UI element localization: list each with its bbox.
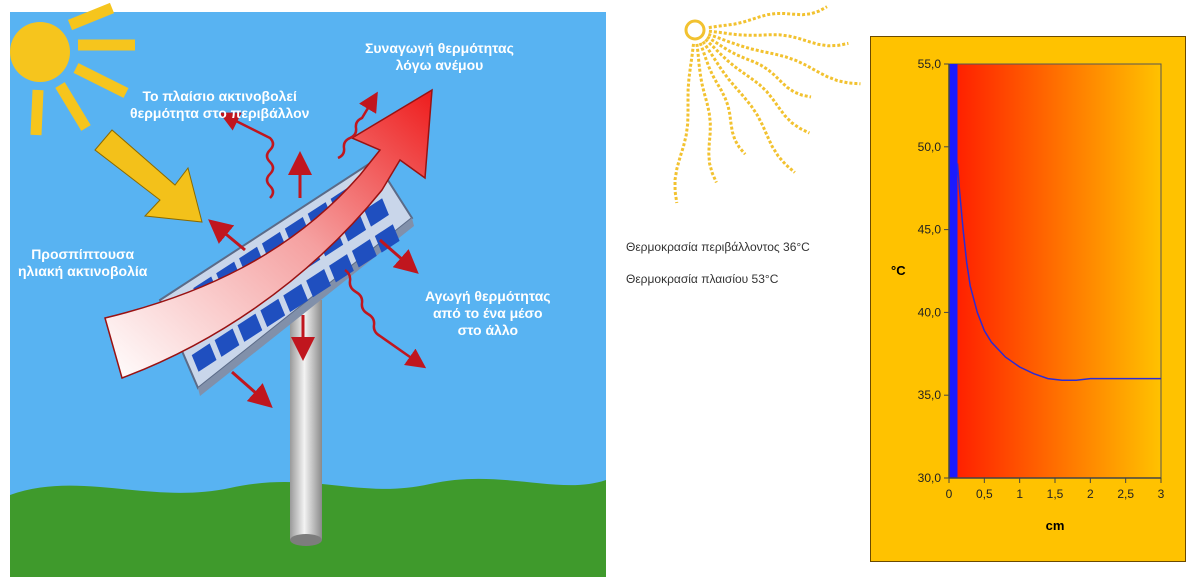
panel-cell: [306, 268, 331, 298]
ambient-temperature-note: Θερμοκρασία περιβάλλοντος 36°C: [626, 240, 810, 254]
sun-ray: [708, 29, 849, 48]
temperature-series-line: [956, 163, 1161, 382]
panel-cell: [214, 328, 240, 357]
sun-ray: [701, 40, 796, 174]
y-tick-label: 55,0: [918, 57, 942, 71]
panel-band: [949, 64, 958, 478]
convection-label: Συναγωγή θερμότητας λόγω ανέμου: [365, 40, 514, 73]
x-tick-label: 0: [946, 487, 953, 501]
y-tick-label: 40,0: [918, 305, 942, 319]
sun-ray: [707, 32, 861, 86]
sun-ray: [695, 43, 718, 184]
incident-radiation-arrow: [94, 129, 203, 223]
sun-icon: [10, 2, 135, 136]
y-tick-label: 45,0: [918, 223, 942, 237]
small-sun-icon: [673, 5, 861, 204]
panel-cell: [191, 343, 217, 372]
x-tick-label: 2: [1087, 487, 1094, 501]
x-tick-label: 1: [1016, 487, 1023, 501]
panel-cell: [374, 224, 400, 253]
sun-ray: [708, 5, 828, 30]
panel-cell: [364, 198, 389, 227]
sun-ray: [704, 38, 811, 135]
temperature-chart: 30,0 35,0 40,0 45,0 50,0 55,0 0 0,5 1 1,5 2 2,5 3 °C…: [870, 36, 1186, 562]
panel-cell: [237, 313, 263, 342]
y-axis-label: °C: [891, 263, 906, 278]
radiated-heat-arrows: [219, 91, 427, 369]
conduction-label: Αγωγή θερμότητας από το ένα μέσο στο άλλ…: [425, 288, 551, 338]
sun-ray: [673, 43, 695, 204]
y-tick-label: 35,0: [918, 388, 942, 402]
incident-radiation-label: Προσπίπτουσα ηλιακή ακτινοβολία: [18, 246, 148, 279]
panel-cell: [351, 239, 377, 268]
panel-cell: [341, 213, 367, 242]
panel-temperature-note: Θερμοκρασία πλαισίου 53°C: [626, 272, 779, 286]
sun-ray: [698, 42, 747, 156]
x-tick-label: 1,5: [1047, 487, 1064, 501]
x-tick-label: 0,5: [976, 487, 993, 501]
y-tick-label: 30,0: [918, 471, 942, 485]
x-tick-label: 3: [1158, 487, 1165, 501]
panel-cell: [283, 283, 309, 313]
x-axis-label: cm: [1046, 518, 1065, 533]
mounting-pole: [290, 300, 322, 546]
panel-cell: [260, 298, 286, 328]
radiation-label: Το πλαίσιο ακτινοβολεί θερμότητα στο περ…: [130, 88, 310, 121]
plot-area: [948, 63, 1162, 479]
conducted-heat-arrows: [208, 151, 419, 408]
convection-arrow: [104, 88, 433, 379]
x-tick-label: 2,5: [1117, 487, 1134, 501]
sun-ray: [706, 35, 812, 99]
chart-canvas: 30,0 35,0 40,0 45,0 50,0 55,0 0 0,5 1 1,5 2 2,5 3 °C…: [891, 57, 1165, 533]
panel-cell: [329, 254, 354, 283]
y-tick-label: 50,0: [918, 140, 942, 154]
